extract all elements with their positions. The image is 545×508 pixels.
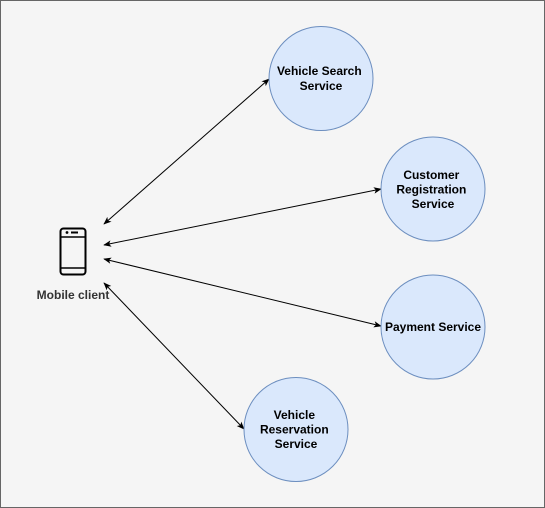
vehicle-reservation-service-node: Vehicle Reservation Service: [243, 377, 349, 482]
payment-service-label: Payment Service: [385, 320, 481, 334]
customer-registration-service-label-line: Service: [412, 197, 455, 211]
customer-registration-service-label-line: Registration: [396, 183, 466, 197]
vehicle-reservation-service-label-line: Service: [275, 437, 318, 451]
customer-registration-service-node: Customer Registration Service: [380, 136, 486, 242]
vehicle-search-service-label: Vehicle Search Service: [277, 64, 365, 93]
vehicle-reservation-service-label-line: Vehicle: [274, 408, 316, 422]
mobile-client-label: Mobile client: [37, 288, 110, 302]
vehicle-search-service-node: Vehicle Search Service: [268, 26, 374, 131]
edge-client-reservation: [103, 282, 245, 430]
mobile-client: Mobile client: [37, 227, 110, 302]
mobile-phone-icon: [59, 227, 87, 276]
payment-service-node: Payment Service: [380, 274, 486, 380]
customer-registration-service-label-line: Customer: [403, 168, 459, 182]
payment-service-label-line: Payment Service: [385, 320, 481, 334]
vehicle-search-service-label-line: Vehicle Search: [277, 64, 362, 78]
vehicle-reservation-service-label-line: Reservation: [260, 423, 329, 437]
customer-registration-service-label: Customer Registration Service: [396, 168, 469, 211]
vehicle-search-service-label-line: Service: [300, 79, 343, 93]
vehicle-reservation-service-label: Vehicle Reservation Service: [260, 408, 332, 451]
edge-client-registration: [103, 187, 382, 247]
